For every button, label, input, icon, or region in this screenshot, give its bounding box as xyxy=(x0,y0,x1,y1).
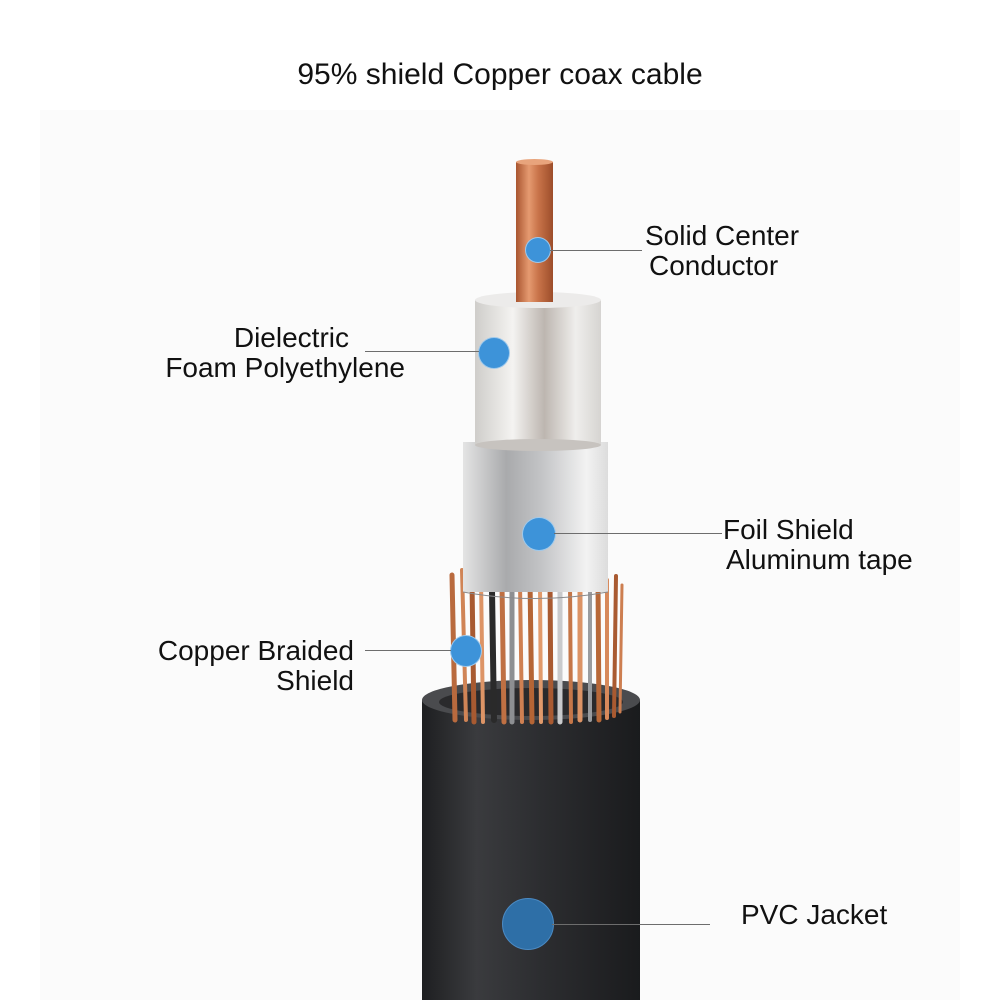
callout-marker-pvc-jacket xyxy=(502,898,554,950)
label-foil-shield: Foil Shield Aluminum tape xyxy=(723,514,913,575)
pvc-jacket-shape xyxy=(422,680,640,1000)
label-pvc-jacket: PVC Jacket xyxy=(741,899,888,930)
leader-line-pvc-jacket xyxy=(552,924,710,925)
dielectric-shape xyxy=(475,292,601,451)
label-center-conductor: Solid Center Conductor xyxy=(645,220,800,281)
leader-line-foil-shield xyxy=(554,533,722,534)
label-braided-shield: Copper Braided Shield xyxy=(157,635,354,696)
callout-marker-braided-shield xyxy=(450,635,482,667)
leader-line-braided-shield xyxy=(365,650,451,651)
copper-braid-shape xyxy=(449,568,624,725)
callout-marker-center-conductor xyxy=(525,237,551,263)
leader-line-dielectric xyxy=(365,351,479,352)
diagram-title: 95% shield Copper coax cable xyxy=(297,58,703,91)
callout-marker-dielectric xyxy=(478,337,510,369)
leader-line-center-conductor xyxy=(550,250,642,251)
callout-marker-foil-shield xyxy=(522,517,556,551)
label-dielectric: Dielectric Foam Polyethylene xyxy=(165,322,405,383)
center-conductor-shape xyxy=(516,159,553,302)
